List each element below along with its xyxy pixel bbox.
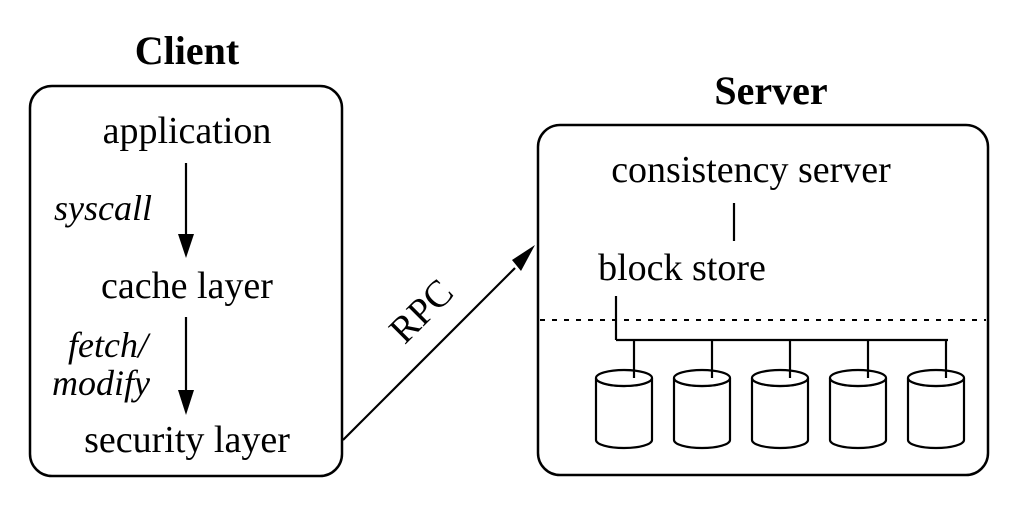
disk-body bbox=[594, 377, 654, 450]
disk-top bbox=[672, 368, 732, 388]
client-group: Client application syscall cache layer f… bbox=[28, 28, 344, 478]
disk-body bbox=[672, 377, 732, 450]
server-box bbox=[536, 123, 990, 477]
disk-icon bbox=[594, 340, 654, 450]
syscall-label: syscall bbox=[54, 188, 152, 228]
disk-top bbox=[750, 368, 810, 388]
block-store-label: block store bbox=[598, 247, 766, 289]
rpc-arrow-head bbox=[512, 245, 535, 271]
client-title: Client bbox=[135, 28, 240, 73]
disk-icon bbox=[828, 340, 888, 450]
disk-icon bbox=[750, 340, 810, 450]
disk-body bbox=[750, 377, 810, 450]
disk-top bbox=[828, 368, 888, 388]
disk-icon bbox=[906, 340, 966, 450]
disk-body bbox=[906, 377, 966, 450]
disk-icon bbox=[672, 340, 732, 450]
security-layer-label: security layer bbox=[84, 419, 290, 461]
modify-label: modify bbox=[52, 363, 150, 403]
rpc-label: RPC bbox=[381, 271, 461, 351]
client-box bbox=[28, 84, 344, 478]
cache-layer-label: cache layer bbox=[101, 265, 273, 307]
server-group: Server consistency server block store bbox=[536, 68, 990, 477]
fetch-label: fetch/ bbox=[68, 325, 151, 365]
consistency-server-label: consistency server bbox=[611, 149, 891, 191]
syscall-arrow-head bbox=[178, 234, 194, 258]
rpc-arrow-shaft bbox=[342, 267, 516, 441]
fetch-modify-arrow-head bbox=[178, 390, 194, 415]
rpc-connector: RPC bbox=[342, 245, 535, 441]
disk-array bbox=[594, 340, 966, 450]
server-title: Server bbox=[714, 68, 827, 113]
disk-top bbox=[594, 368, 654, 388]
disk-top bbox=[906, 368, 966, 388]
disk-body bbox=[828, 377, 888, 450]
application-label: application bbox=[103, 110, 272, 152]
